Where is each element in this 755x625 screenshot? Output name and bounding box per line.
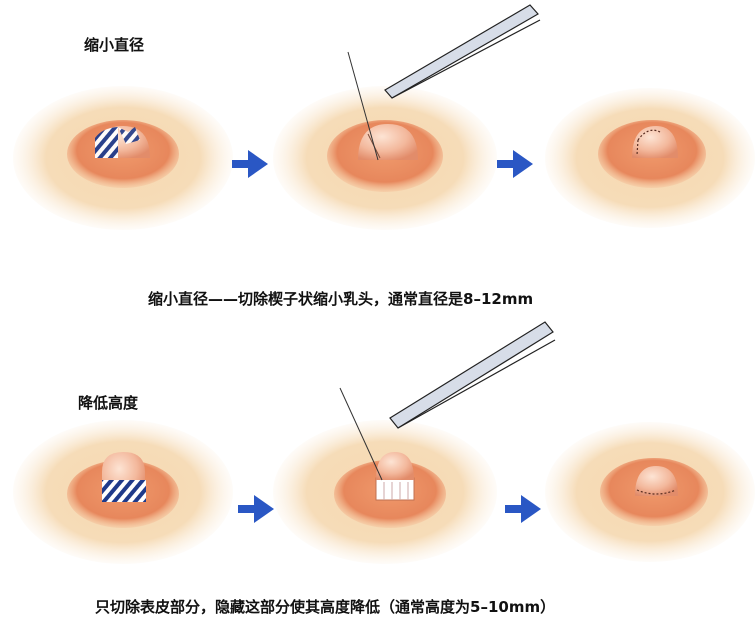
- row2-stage2: [273, 321, 556, 564]
- row1-stage2: [273, 4, 541, 230]
- forceps-icon: [384, 4, 539, 99]
- caption-reduce-diameter: 缩小直径——切除楔子状缩小乳头，通常直径是8–12mm: [148, 290, 534, 308]
- row2-stage3: [545, 422, 755, 562]
- arrow-right-icon: [505, 495, 541, 523]
- wedge-stripe-area: [95, 127, 118, 158]
- arrow-right-icon: [232, 150, 268, 178]
- section-title-reduce-height: 降低高度: [78, 394, 139, 412]
- row1-stage3: [545, 88, 755, 228]
- excision-stripe-band: [102, 480, 146, 502]
- row1-stage1: [13, 86, 233, 230]
- arrow-right-icon: [497, 150, 533, 178]
- forceps-icon: [389, 321, 554, 429]
- section-title-reduce-diameter: 缩小直径: [84, 36, 145, 54]
- caption-reduce-height: 只切除表皮部分，隐藏这部分使其高度降低（通常高度为5–10mm）: [95, 598, 556, 616]
- arrow-right-icon: [238, 495, 274, 523]
- row2-stage1: [13, 420, 233, 564]
